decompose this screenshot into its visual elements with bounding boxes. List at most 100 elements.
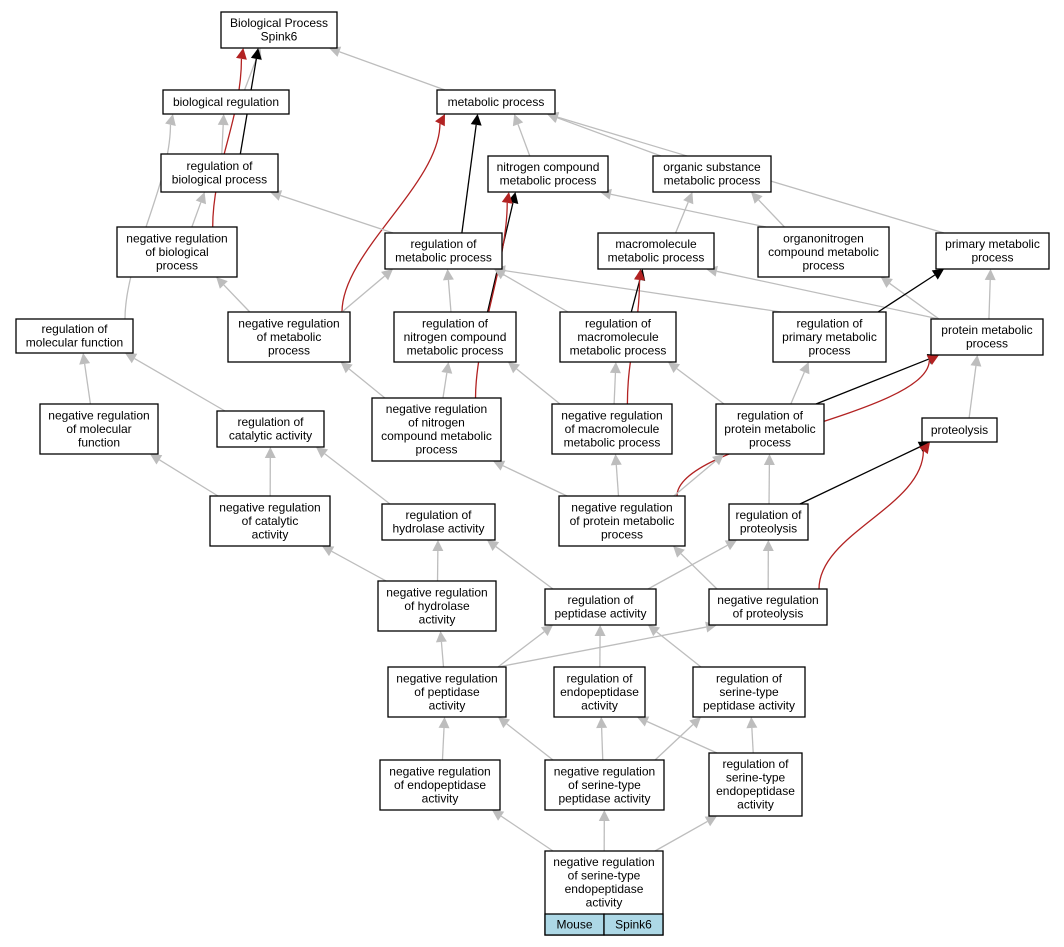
edge-line: [341, 275, 386, 313]
edge-line: [654, 724, 694, 761]
node-box: [728, 503, 809, 541]
node-box: [544, 759, 665, 811]
edge-neg-cat-to-neg-mol: [150, 454, 219, 497]
edge-arrowhead: [442, 269, 454, 281]
edge-leaf-to-neg-endo: [492, 810, 554, 852]
node-proteolysis[interactable]: proteolysis: [921, 417, 998, 443]
edge-arrowhead: [236, 48, 247, 60]
edge-neg-mol-to-reg-mol: [79, 353, 92, 405]
node-label-line: regulation of: [422, 316, 489, 330]
node-label-line: metabolic process: [500, 174, 597, 188]
node-box: [551, 403, 673, 455]
node-label-line: process: [966, 337, 1008, 351]
edge-arrowhead: [712, 454, 724, 466]
edge-line: [495, 546, 554, 590]
node-label-line: compound metabolic: [381, 429, 492, 443]
edge-neg-met-to-met: [341, 114, 445, 313]
edge-line: [223, 284, 251, 313]
edge-line: [341, 123, 441, 313]
node-label-line: peptidase activity: [554, 607, 646, 621]
edge-line: [191, 202, 202, 228]
node-label-line: regulation of: [566, 671, 633, 685]
edge-arrowhead: [880, 277, 893, 288]
edge-arrowhead: [540, 625, 553, 637]
edge-line: [440, 641, 445, 668]
edge-line: [348, 368, 386, 399]
node-met[interactable]: metabolic process: [436, 89, 556, 115]
node-label-line: biological process: [172, 173, 267, 187]
gene-cell: [603, 913, 664, 936]
node-box: [487, 155, 609, 193]
edge-line: [815, 358, 930, 405]
node-label-line: negative regulation: [389, 764, 490, 778]
node-label-line: activity: [429, 698, 466, 712]
edge-neg-hyd-to-reg-hyd: [432, 540, 444, 582]
edge-reg-ser-endo-to-reg-ser: [746, 717, 758, 754]
edge-arrowhead: [381, 269, 393, 281]
node-bio-reg[interactable]: biological regulation: [162, 89, 290, 115]
edge-neg-endo-to-neg-pep: [438, 717, 450, 761]
node-label-line: nitrogen compound: [404, 330, 507, 344]
node-label-line: activity: [737, 798, 774, 812]
node-box: [708, 588, 828, 626]
node-box: [935, 232, 1050, 270]
edge-arrowhead: [598, 810, 610, 822]
node-label-line: protein metabolic: [941, 323, 1032, 337]
node-label-line: negative regulation: [219, 500, 320, 514]
edge-proteolysis-to-prot-met: [968, 355, 982, 419]
edge-arrowhead: [329, 46, 342, 57]
edge-line: [84, 363, 92, 405]
edge-line: [630, 279, 641, 313]
node-reg-ser-endo[interactable]: regulation ofserine-typeendopeptidaseact…: [708, 752, 803, 817]
node-box: [559, 311, 677, 363]
edge-line: [503, 273, 569, 313]
edge-arrowhead: [435, 631, 447, 643]
node-label-line: negative regulation: [396, 671, 497, 685]
edge-arrowhead: [316, 447, 329, 459]
node-label-line: activity: [252, 527, 289, 541]
node-label-line: regulation of: [737, 408, 804, 422]
node-box: [220, 11, 338, 49]
edge-reg-hyd-to-reg-cat: [316, 447, 391, 505]
node-label-line: regulation of: [405, 508, 472, 522]
edge-line: [159, 459, 219, 497]
edge-line: [790, 371, 805, 405]
edge-line: [441, 727, 445, 761]
edge-reg-prim-to-primary: [877, 269, 944, 313]
edge-line: [600, 727, 604, 761]
node-box: [116, 226, 238, 278]
